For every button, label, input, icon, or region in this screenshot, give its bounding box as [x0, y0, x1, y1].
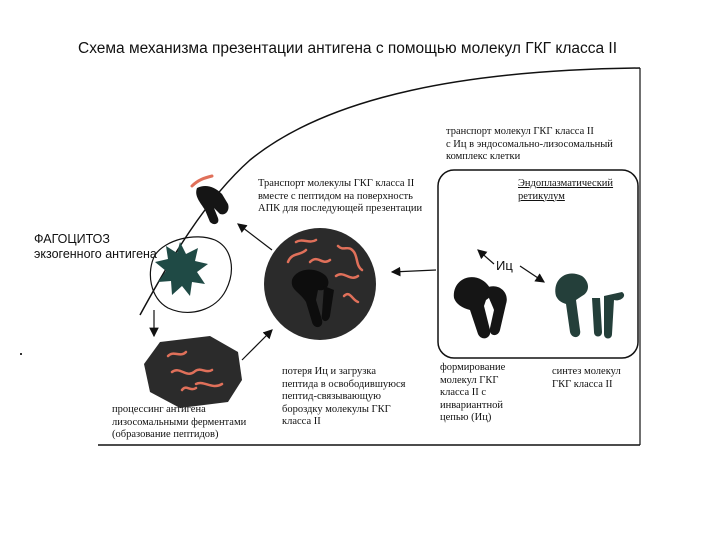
- surface-peptide: [190, 174, 214, 188]
- label-er: Эндоплазматический ретикулум: [518, 178, 614, 202]
- arrow-processing-to-loading: [241, 329, 273, 361]
- processing-peptides: [166, 350, 224, 392]
- label-transport-to-surface: Транспорт молекулы ГКГ класса II вместе …: [258, 178, 423, 214]
- label-forming: формирование молекул ГКГ класса II с инв…: [440, 362, 506, 423]
- label-phagocytosis: ФАГОЦИТОЗ экзогенного антигена: [34, 232, 157, 261]
- phagocytic-vesicle: [149, 236, 232, 313]
- loading-peptides: [286, 238, 364, 304]
- label-synthesis: синтез молекул ГКГ класса II: [552, 366, 621, 390]
- label-transport-to-endosome: транспорт молекул ГКГ класса II с Иц в э…: [446, 126, 613, 162]
- arrow-vesicle-to-surface: [237, 223, 273, 251]
- label-invariant-chain: Иц: [496, 258, 513, 273]
- er-compartment: [437, 169, 639, 359]
- page-title: Схема механизма презентации антигена с п…: [78, 40, 618, 57]
- label-loss-ic: потеря Иц и загрузка пептида в освободив…: [282, 366, 406, 427]
- arrow-ic-left: [477, 249, 495, 265]
- stray-dot: [20, 353, 22, 355]
- arrow-er-to-vesicle: [390, 266, 437, 277]
- antigen-star: [155, 242, 208, 296]
- surface-mhc-molecule: [196, 186, 229, 225]
- arrow-ic-right: [519, 265, 545, 283]
- loading-mhc-molecule: [291, 269, 334, 328]
- label-processing: процессинг антигена лизосомальными ферме…: [112, 404, 247, 440]
- mhc-invariant-chain-molecule: [453, 277, 507, 339]
- synthesized-mhc-molecule: [555, 273, 625, 339]
